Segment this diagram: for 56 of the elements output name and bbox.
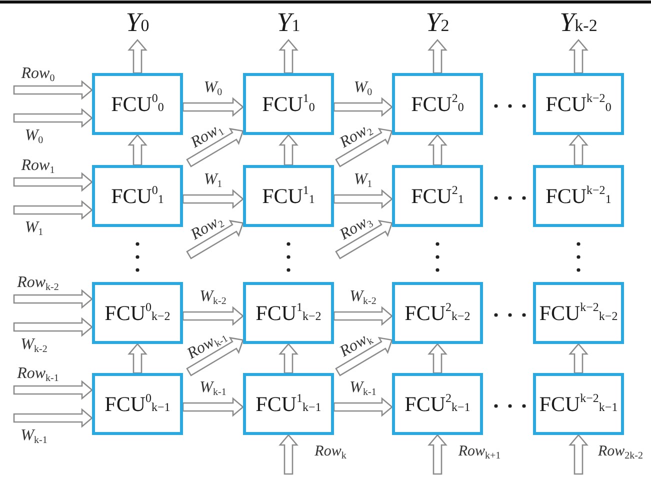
edge-label: Row$_{k-2}$ (17, 275, 59, 291)
arrow (186, 128, 244, 168)
arrow (278, 343, 298, 374)
edge-label: W$_{k-2}$ (20, 337, 48, 353)
arrow (333, 189, 393, 209)
arrow (568, 39, 588, 74)
arrow (13, 317, 93, 337)
arrow (335, 128, 393, 168)
arrow (335, 336, 393, 376)
edge-label: W$_{0}$ (24, 128, 44, 144)
edge-label: W$_{1}$ (354, 172, 372, 188)
arrow (13, 108, 93, 128)
arrow (428, 39, 448, 74)
edge-label: Row$_{1}$ (21, 158, 55, 174)
arrow (13, 80, 93, 100)
edge-label: W$_{k-2}$ (200, 289, 226, 305)
arrow (13, 172, 93, 192)
arrow (333, 97, 393, 117)
arrow (13, 289, 93, 309)
edge-label: W$_{0}$ (354, 80, 372, 96)
edge-label: W$_{k-1}$ (20, 428, 48, 444)
edge-label: Row$_{2k-2}$ (598, 444, 643, 460)
arrow (186, 336, 244, 376)
arrow (182, 306, 244, 326)
arrow (128, 39, 148, 74)
arrow (278, 134, 298, 166)
edge-label: Row$_{k+1}$ (458, 444, 501, 460)
arrow (182, 97, 244, 117)
edge-label: W$_{1}$ (204, 172, 222, 188)
arrow (128, 343, 148, 374)
arrow (128, 134, 148, 166)
arrow (568, 343, 588, 374)
arrow (428, 343, 448, 374)
arrow (568, 434, 588, 475)
edge-label: W$_{0}$ (204, 80, 222, 96)
arrow (13, 200, 93, 220)
edge-label: W$_{k-1}$ (200, 380, 226, 396)
arrow (182, 189, 244, 209)
arrow (278, 39, 298, 74)
arrow (13, 380, 93, 400)
edge-label: Row$_{k-1}$ (17, 366, 59, 382)
edge-label: Row$_{0}$ (21, 66, 55, 82)
edge-label: W$_{k-1}$ (350, 380, 376, 396)
arrow (186, 220, 244, 260)
arrow (568, 134, 588, 166)
arrow (335, 220, 393, 260)
edge-label: Row$_{k}$ (314, 444, 346, 460)
arrow (428, 434, 448, 475)
arrow (333, 397, 393, 417)
arrow (13, 408, 93, 428)
arrow (278, 434, 298, 475)
arrow (182, 397, 244, 417)
edge-label: W$_{k-2}$ (350, 289, 376, 305)
edge-label: W$_{1}$ (24, 220, 44, 236)
arrow (333, 306, 393, 326)
arrow (428, 134, 448, 166)
